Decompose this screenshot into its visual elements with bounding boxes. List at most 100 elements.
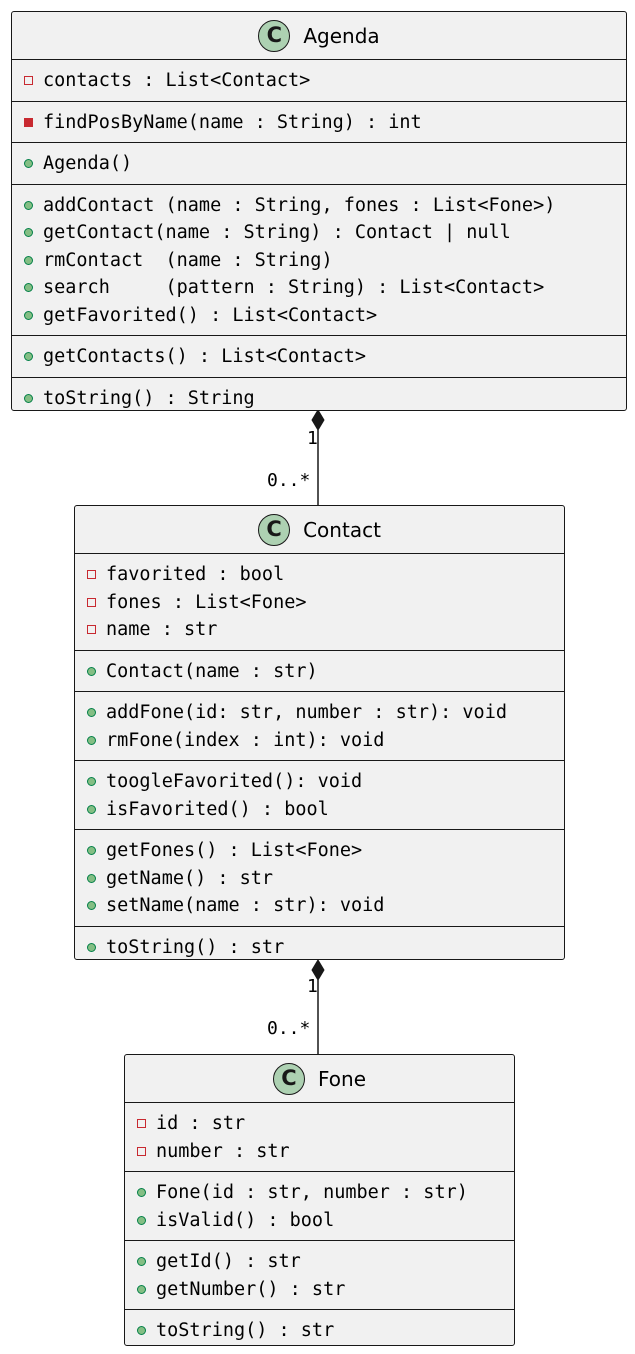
public-visibility-icon: [137, 1326, 146, 1336]
member-section: id : str number : str: [125, 1103, 514, 1172]
member-section: getId() : str getNumber() : str: [125, 1241, 514, 1310]
member-section: addFone(id: str, number : str): void rmFo…: [75, 692, 564, 761]
member-text: search (pattern : String) : List<Contact…: [43, 277, 545, 299]
multiplicity-contact-one: 1: [307, 976, 318, 997]
class-method: getName() : str: [87, 865, 564, 893]
public-visibility-icon: [24, 393, 33, 403]
member-text: toogleFavorited(): void: [106, 771, 363, 793]
member-text: Agenda(): [43, 153, 133, 175]
class-method: getContacts() : List<Contact>: [24, 343, 626, 371]
class-method: getNumber() : str: [137, 1276, 514, 1304]
member-section: Contact(name : str): [75, 651, 564, 692]
member-text: rmFone(index : int): void: [106, 729, 385, 751]
class-method: addContact (name : String, fones : List<…: [24, 192, 626, 220]
member-text: id : str: [156, 1113, 246, 1135]
member-text: getId() : str: [156, 1251, 301, 1273]
member-section: addContact (name : String, fones : List<…: [12, 185, 626, 336]
class-method: search (pattern : String) : List<Contact…: [24, 274, 626, 302]
composition-diamond-agenda: [311, 409, 325, 431]
public-visibility-icon: [24, 228, 33, 238]
class-field: contacts : List<Contact>: [24, 67, 626, 95]
member-text: setName(name : str): void: [106, 895, 385, 917]
public-visibility-icon: [87, 666, 96, 676]
class-method: getId() : str: [137, 1248, 514, 1276]
member-text: number : str: [156, 1140, 290, 1162]
multiplicity-contact-many: 0..*: [267, 470, 311, 491]
class-method: toString() : str: [137, 1317, 514, 1345]
member-text: Fone(id : str, number : str): [156, 1182, 468, 1204]
class-field: fones : List<Fone>: [87, 589, 564, 617]
private-visibility-icon: [24, 117, 33, 127]
member-text: isFavorited() : bool: [106, 798, 329, 820]
member-text: getContacts() : List<Contact>: [43, 346, 367, 368]
member-section: Agenda(): [12, 143, 626, 185]
public-visibility-icon: [24, 310, 33, 320]
class-method: Fone(id : str, number : str): [137, 1179, 514, 1207]
public-visibility-icon: [137, 1188, 146, 1198]
public-visibility-icon: [24, 200, 33, 210]
class-method: rmFone(index : int): void: [87, 727, 564, 755]
public-visibility-icon: [24, 255, 33, 265]
class-method: setName(name : str): void: [87, 892, 564, 920]
class-method: getFavorited() : List<Contact>: [24, 302, 626, 330]
member-text: fones : List<Fone>: [106, 591, 307, 613]
class-method: toString() : String: [24, 385, 626, 413]
composition-diamond-contact: [311, 959, 325, 981]
class-header: C Fone: [125, 1055, 514, 1103]
class-field: favorited : bool: [87, 561, 564, 589]
class-header: C Contact: [75, 506, 564, 554]
member-text: Contact(name : str): [106, 660, 318, 682]
member-text: toString() : str: [106, 936, 285, 958]
public-visibility-icon: [87, 846, 96, 856]
member-section: toogleFavorited(): void isFavorited() : b…: [75, 761, 564, 830]
class-method: isValid() : bool: [137, 1207, 514, 1235]
class-field: number : str: [137, 1138, 514, 1166]
class-c-icon: C: [272, 1062, 305, 1095]
class-field: name : str: [87, 616, 564, 644]
member-section: toString() : str: [75, 927, 564, 968]
member-text: isValid() : bool: [156, 1209, 335, 1231]
class-method: getContact(name : String) : Contact | nu…: [24, 219, 626, 247]
public-visibility-icon: [87, 777, 96, 787]
class-name: Fone: [317, 1066, 366, 1091]
class-field: id : str: [137, 1110, 514, 1138]
member-text: getFavorited() : List<Contact>: [43, 304, 378, 326]
class-agenda[interactable]: C Agenda contacts : List<Contact> findPos…: [11, 11, 627, 411]
class-c-icon: C: [258, 513, 291, 546]
member-text: addContact (name : String, fones : List<…: [43, 194, 556, 216]
class-method: rmContact (name : String): [24, 247, 626, 275]
member-text: name : str: [106, 619, 218, 641]
member-text: contacts : List<Contact>: [43, 70, 311, 92]
public-visibility-icon: [24, 283, 33, 293]
private-visibility-icon: [137, 1146, 146, 1156]
member-text: rmContact (name : String): [43, 249, 333, 271]
member-text: toString() : String: [43, 387, 255, 409]
multiplicity-agenda-one: 1: [307, 428, 318, 449]
class-header: C Agenda: [12, 12, 626, 60]
public-visibility-icon: [87, 708, 96, 718]
member-text: addFone(id: str, number : str): void: [106, 702, 507, 724]
class-c-icon: C: [258, 19, 291, 52]
class-method: Agenda(): [24, 150, 626, 178]
class-members: contacts : List<Contact> findPosByName(na…: [12, 60, 626, 418]
public-visibility-icon: [24, 159, 33, 169]
class-method: toString() : str: [87, 934, 564, 962]
public-visibility-icon: [137, 1284, 146, 1294]
private-visibility-icon: [137, 1119, 146, 1129]
member-section: getContacts() : List<Contact>: [12, 336, 626, 378]
member-section: toString() : String: [12, 378, 626, 419]
multiplicity-fone-many: 0..*: [267, 1018, 311, 1039]
private-visibility-icon: [87, 570, 96, 580]
member-text: toString() : str: [156, 1320, 335, 1342]
public-visibility-icon: [137, 1215, 146, 1225]
public-visibility-icon: [87, 735, 96, 745]
member-section: findPosByName(name : String) : int: [12, 102, 626, 143]
member-section: toString() : str: [125, 1310, 514, 1351]
class-name: Agenda: [303, 23, 380, 48]
member-text: getContact(name : String) : Contact | nu…: [43, 222, 511, 244]
